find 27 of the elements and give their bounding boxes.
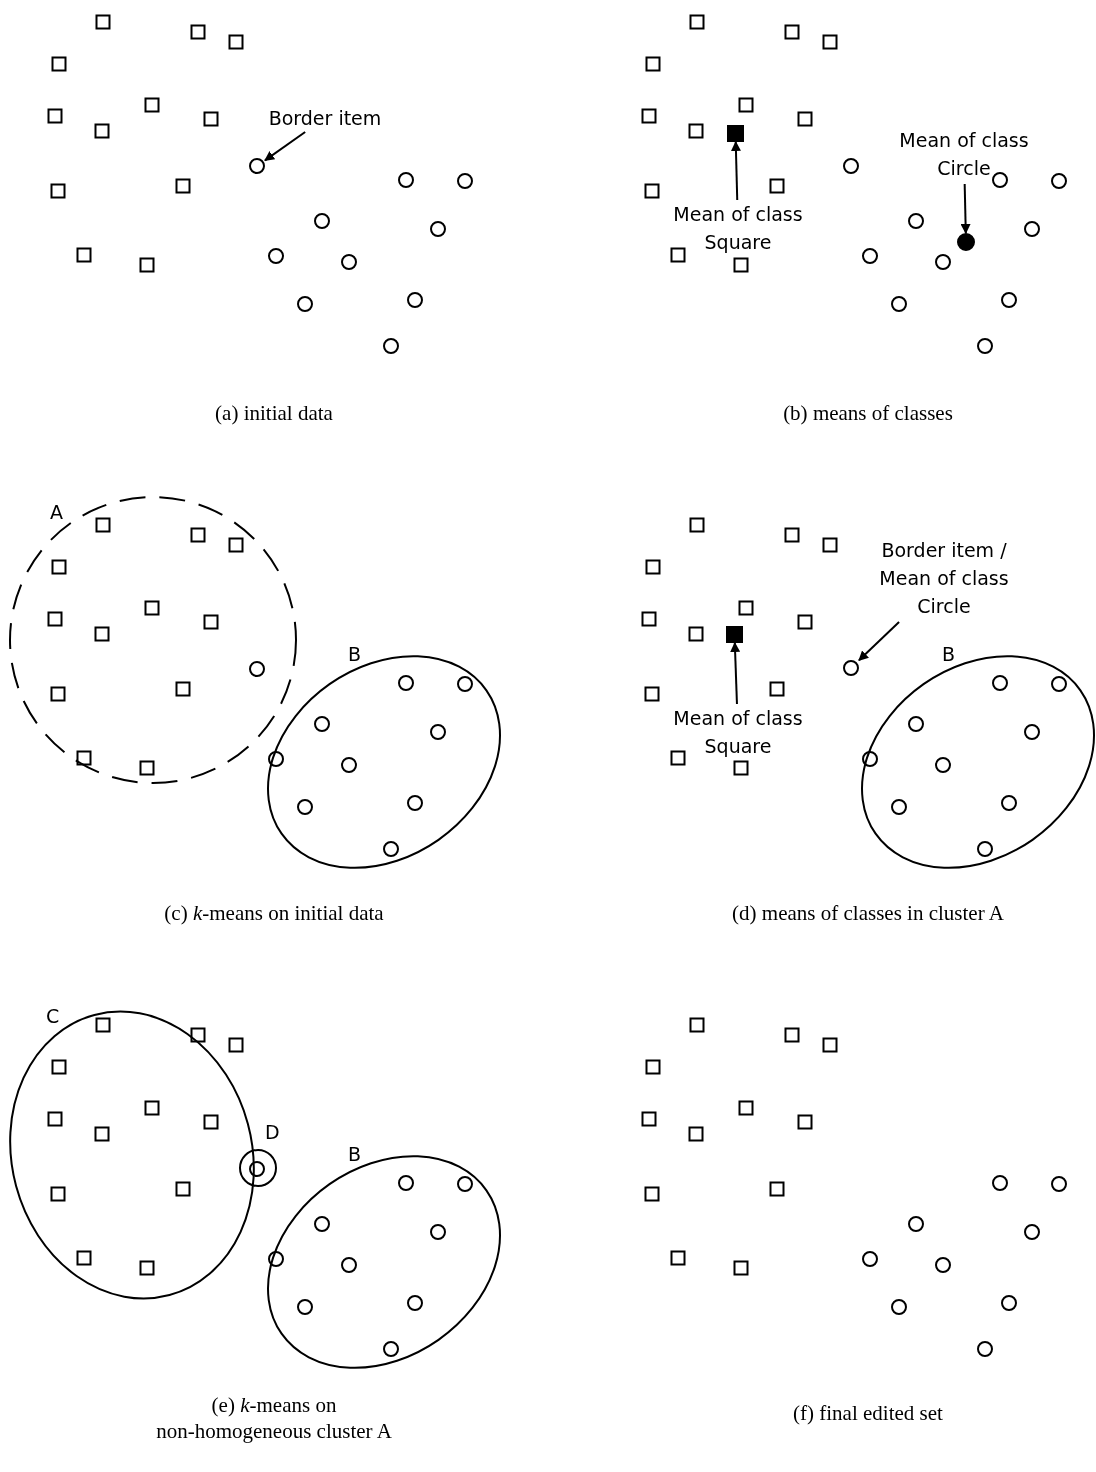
leader-arrow [264, 131, 307, 162]
callout-label: Border item / Mean of class Circle [864, 536, 1024, 622]
caption: (a) initial data [214, 400, 334, 426]
callout-label: Mean of class Square [648, 704, 828, 762]
cluster-label: B [942, 642, 956, 667]
circle-marker [843, 660, 859, 676]
circle-marker [249, 158, 265, 174]
leader-arrow [730, 642, 741, 705]
callout-label: Mean of class Square [648, 200, 828, 258]
cluster-label: A [50, 500, 63, 525]
caption: (e) k-means on non-homogeneous cluster A [155, 1392, 393, 1444]
cluster-label: B [348, 642, 362, 667]
filled-square-marker [727, 125, 744, 142]
leader-arrow [730, 141, 741, 201]
leader-arrow [960, 183, 971, 234]
caption: (d) means of classes in cluster A [731, 900, 1005, 926]
caption: (f) final edited set [792, 1400, 944, 1426]
filled-circle-marker [957, 233, 975, 251]
cluster-label: C [46, 1004, 60, 1029]
leader-arrow [858, 621, 901, 662]
callout-label: Mean of class Circle [872, 126, 1056, 184]
callout-label: Border item [250, 104, 400, 132]
caption: (b) means of classes [782, 400, 954, 426]
filled-square-marker [726, 626, 743, 643]
cluster-label: D [265, 1120, 280, 1145]
cluster-label: B [348, 1142, 362, 1167]
caption: (c) k-means on initial data [163, 900, 385, 926]
